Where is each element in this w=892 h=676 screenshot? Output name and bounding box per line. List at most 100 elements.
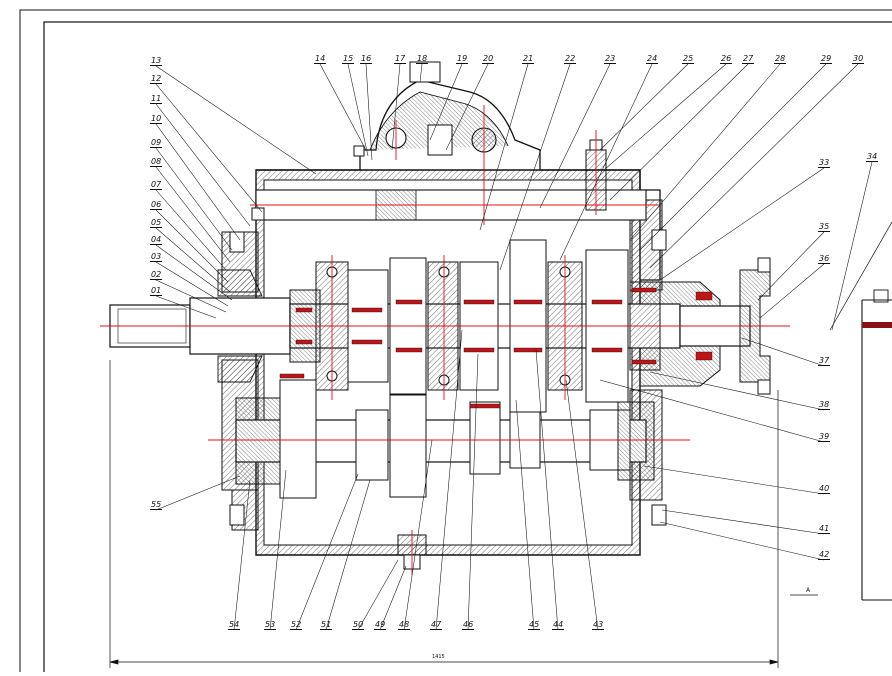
callout-26: 26 (720, 54, 733, 64)
callout-27: 27 (742, 54, 755, 64)
leader-14 (319, 63, 367, 151)
callout-22: 22 (564, 54, 577, 64)
view-marker: A (806, 587, 811, 594)
side-view-fragment (829, 221, 892, 601)
sheet-frame (19, 9, 892, 676)
overall-dimension-line (109, 360, 818, 668)
callout-40: 40 (818, 484, 831, 494)
callout-38: 38 (818, 400, 831, 410)
callout-12: 12 (150, 74, 163, 84)
callout-53: 53 (264, 620, 277, 630)
leader-36 (759, 263, 825, 319)
overall-dimension-text: 1415 (432, 654, 445, 660)
callout-15: 15 (342, 54, 355, 64)
callout-18: 18 (416, 54, 429, 64)
leader-18 (419, 63, 423, 83)
bearing-rollers (279, 287, 713, 409)
leader-22 (499, 63, 571, 271)
callout-05: 05 (150, 218, 163, 228)
callout-39: 39 (818, 432, 831, 442)
callout-leaders (155, 63, 873, 631)
leader-26 (603, 63, 727, 171)
callout-44: 44 (552, 620, 565, 630)
callout-16: 16 (360, 54, 373, 64)
callout-34: 34 (866, 152, 879, 162)
leader-48 (403, 439, 433, 631)
callout-17: 17 (394, 54, 407, 64)
leader-38 (649, 371, 825, 411)
callout-10: 10 (150, 114, 163, 124)
leader-21 (479, 63, 529, 231)
callout-33: 33 (818, 158, 831, 168)
leader-15 (347, 63, 369, 157)
callout-47: 47 (430, 620, 443, 630)
callout-14: 14 (314, 54, 327, 64)
leader-27 (609, 63, 749, 201)
leader-47 (435, 329, 463, 631)
countershaft (235, 379, 655, 499)
callout-37: 37 (818, 356, 831, 366)
callout-03: 03 (150, 252, 163, 262)
callout-41: 41 (818, 524, 831, 534)
leader-07 (155, 189, 227, 271)
leader-23 (539, 63, 611, 209)
leader-51 (325, 479, 371, 631)
callout-28: 28 (774, 54, 787, 64)
leader-08 (155, 166, 231, 263)
leader-28 (629, 63, 781, 241)
callout-48: 48 (398, 620, 411, 630)
callout-13: 13 (150, 56, 163, 66)
callout-19: 19 (456, 54, 469, 64)
leader-20 (445, 63, 489, 151)
callout-08: 08 (150, 157, 163, 167)
callout-51: 51 (320, 620, 333, 630)
callout-06: 06 (150, 200, 163, 210)
callout-02: 02 (150, 270, 163, 280)
leader-52 (295, 473, 359, 631)
callout-25: 25 (682, 54, 695, 64)
leader-46 (467, 353, 479, 631)
leader-13 (155, 65, 317, 175)
leader-05 (155, 227, 231, 293)
leader-55 (155, 475, 241, 511)
leader-37 (741, 337, 825, 367)
leader-54 (233, 479, 251, 631)
leader-49 (379, 565, 407, 631)
leader-33 (659, 167, 825, 281)
leader-29 (639, 63, 827, 251)
leader-34 (831, 161, 873, 331)
callout-21: 21 (522, 54, 535, 64)
leader-19 (429, 63, 463, 141)
callout-52: 52 (290, 620, 303, 630)
leader-10 (155, 123, 241, 241)
callout-35: 35 (818, 222, 831, 232)
leader-06 (155, 209, 229, 283)
leader-11 (155, 103, 251, 227)
callout-11: 11 (150, 94, 163, 104)
callout-07: 07 (150, 180, 163, 190)
leader-16 (365, 63, 373, 161)
leader-50 (357, 559, 399, 631)
leader-40 (643, 465, 825, 495)
leader-35 (757, 231, 825, 301)
leader-42 (659, 521, 825, 561)
leader-43 (565, 379, 599, 631)
leader-04 (155, 244, 233, 301)
callout-55: 55 (150, 500, 163, 510)
callout-42: 42 (818, 550, 831, 560)
callout-36: 36 (818, 254, 831, 264)
callout-49: 49 (374, 620, 387, 630)
callout-01: 01 (150, 286, 163, 296)
callout-23: 23 (604, 54, 617, 64)
callout-46: 46 (462, 620, 475, 630)
leader-53 (269, 469, 287, 631)
leader-17 (391, 63, 401, 151)
centerlines (100, 105, 790, 575)
callout-04: 04 (150, 235, 163, 245)
leader-30 (649, 63, 859, 269)
leader-39 (599, 379, 825, 443)
callout-45: 45 (528, 620, 541, 630)
callout-50: 50 (352, 620, 365, 630)
